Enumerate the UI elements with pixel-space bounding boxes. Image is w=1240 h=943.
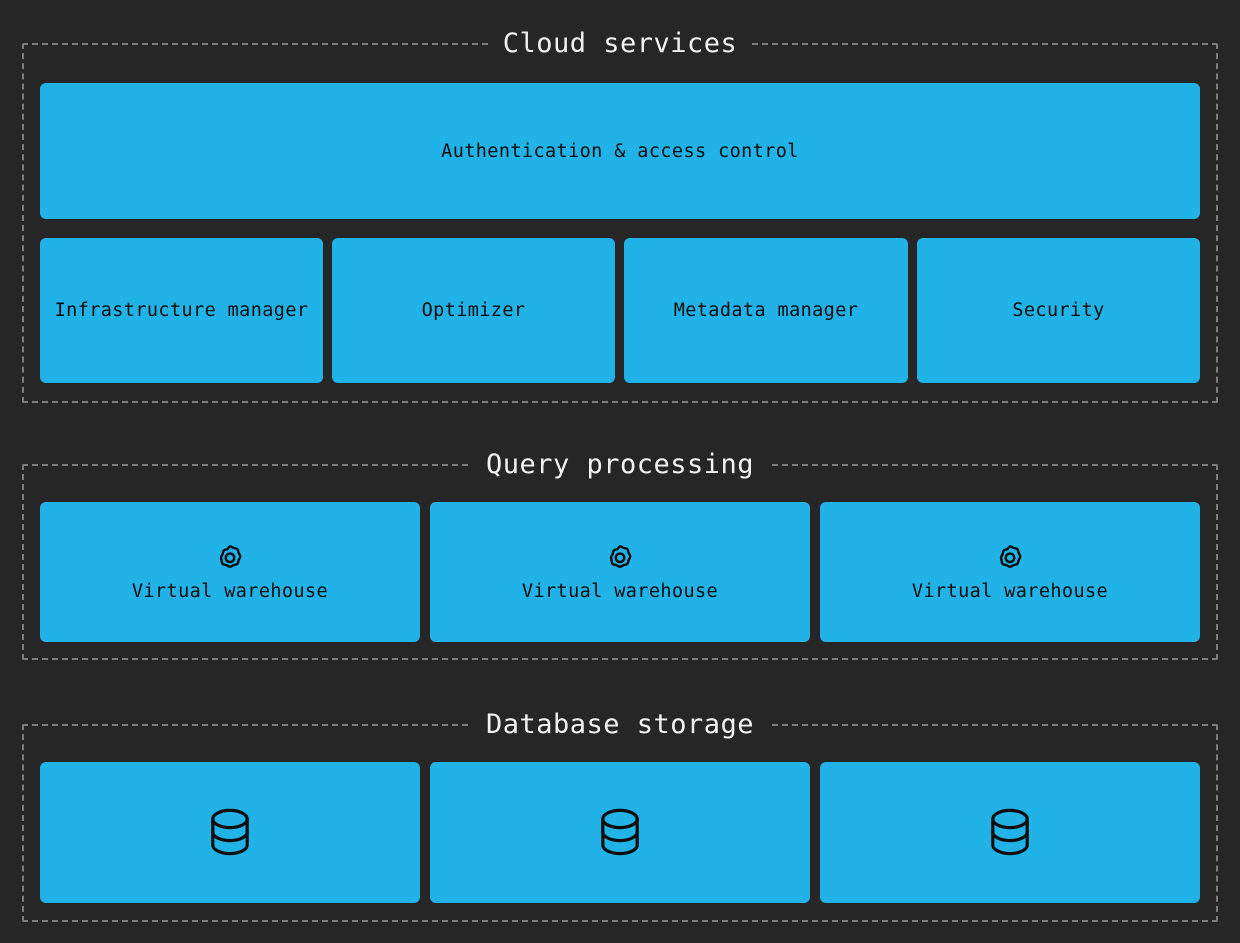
node-label-infrastructure-manager: Infrastructure manager [54, 300, 309, 321]
node-label-virtual-warehouse-2: Virtual warehouse [521, 580, 719, 602]
database-icon [986, 807, 1034, 859]
node-label-authentication-access-control: Authentication & access control [441, 140, 799, 162]
node-virtual-warehouse-1[interactable]: Virtual warehouse [40, 502, 420, 642]
node-authentication-access-control[interactable]: Authentication & access control [40, 83, 1200, 219]
node-label-metadata-manager: Metadata manager [673, 300, 859, 321]
node-virtual-warehouse-2[interactable]: Virtual warehouse [430, 502, 810, 642]
node-label-virtual-warehouse-1: Virtual warehouse [131, 580, 329, 602]
node-label-security: Security [1012, 300, 1105, 321]
node-label-optimizer: Optimizer [421, 300, 526, 321]
group-database-storage: Database storage [22, 705, 1218, 922]
group-cloud-services: Cloud services [22, 24, 1218, 403]
group-title-cloud-services: Cloud services [488, 24, 752, 64]
node-infrastructure-manager[interactable]: Infrastructure manager [40, 238, 323, 383]
group-query-processing: Query processing [22, 445, 1218, 660]
node-metadata-manager[interactable]: Metadata manager [624, 238, 908, 383]
gear-icon [995, 543, 1025, 573]
node-optimizer[interactable]: Optimizer [332, 238, 615, 383]
group-title-query-processing: Query processing [471, 445, 769, 485]
node-database-3[interactable] [820, 762, 1200, 903]
gear-icon [215, 543, 245, 573]
gear-icon [605, 543, 635, 573]
database-icon [596, 807, 644, 859]
node-virtual-warehouse-3[interactable]: Virtual warehouse [820, 502, 1200, 642]
node-label-virtual-warehouse-3: Virtual warehouse [911, 580, 1109, 602]
database-icon [206, 807, 254, 859]
node-security[interactable]: Security [917, 238, 1200, 383]
node-database-1[interactable] [40, 762, 420, 903]
group-title-database-storage: Database storage [471, 705, 769, 745]
node-database-2[interactable] [430, 762, 810, 903]
